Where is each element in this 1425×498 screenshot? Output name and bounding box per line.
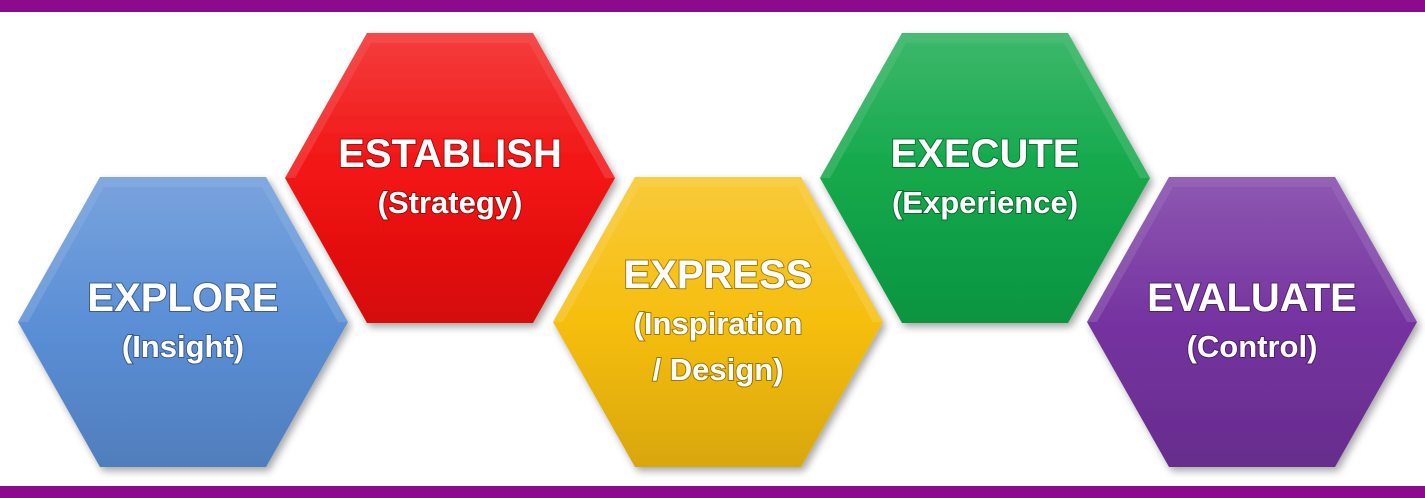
hexagon-shape-express xyxy=(553,177,883,467)
hexagon-shape-evaluate xyxy=(1087,177,1417,467)
top-frame-bar xyxy=(0,0,1425,12)
hexagon-subtitle-establish: (Strategy) xyxy=(378,185,523,220)
hexagon-subtitle-express: (Inspiration xyxy=(634,306,803,341)
hexagon-subtitle-express: / Design) xyxy=(653,352,784,387)
hexagon-subtitle-evaluate: (Control) xyxy=(1187,329,1318,364)
hexagon-title-execute: EXECUTE xyxy=(891,132,1080,176)
hexagon-evaluate: EVALUATE (Control) xyxy=(1087,177,1417,467)
hexagon-subtitle-explore: (Insight) xyxy=(122,329,244,364)
hexagon-establish: ESTABLISH (Strategy) xyxy=(285,33,615,323)
hexagon-title-explore: EXPLORE xyxy=(87,276,278,320)
hexagon-explore: EXPLORE (Insight) xyxy=(18,177,348,467)
hexagon-title-establish: ESTABLISH xyxy=(338,132,562,176)
hexagon-execute: EXECUTE (Experience) xyxy=(820,33,1150,323)
hexagon-title-express: EXPRESS xyxy=(624,253,813,297)
bottom-frame-bar xyxy=(0,486,1425,498)
hexagon-shape-establish xyxy=(285,33,615,323)
hexagon-shape-explore xyxy=(18,177,348,467)
hexagon-subtitle-execute: (Experience) xyxy=(892,185,1078,220)
hexagon-shape-execute xyxy=(820,33,1150,323)
hexagon-title-evaluate: EVALUATE xyxy=(1147,276,1357,320)
hexagon-express: EXPRESS (Inspiration / Design) xyxy=(553,177,883,467)
